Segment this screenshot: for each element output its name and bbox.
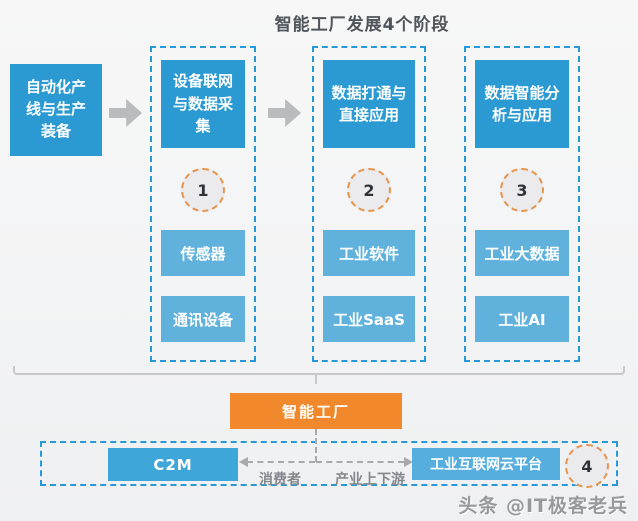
- right-arrow-icon: [268, 99, 301, 127]
- stage0-label: 自动化产线与生产装备: [25, 78, 86, 140]
- stage2-number-badge: 2: [347, 168, 391, 212]
- stage1-number: 1: [197, 180, 209, 200]
- dashed-line-to-c2m: [247, 461, 315, 463]
- cloud-label: 工业互联网云平台: [430, 457, 542, 473]
- industrial-internet-cloud-box: 工业互联网云平台: [412, 448, 560, 480]
- stage2-item-label: 工业SaaS: [333, 310, 405, 329]
- stage2-header-box: 数据打通与直接应用: [323, 60, 415, 148]
- stage0-box: 自动化产线与生产装备: [10, 64, 102, 156]
- stage1-header-label: 设备联网与数据采集: [172, 72, 233, 136]
- stage3-item-industrial-ai: 工业AI: [475, 296, 569, 342]
- stage4-dashed-region: [40, 441, 618, 486]
- smart-factory-label: 智能工厂: [281, 402, 350, 421]
- stage3-header-label: 数据智能分析与应用: [484, 83, 560, 125]
- watermark-text: 头条 @IT极客老兵: [458, 495, 628, 517]
- stage2-item-industrial-saas: 工业SaaS: [323, 296, 415, 342]
- page-title: 智能工厂发展4个阶段: [274, 15, 450, 35]
- dashed-line-to-cloud: [316, 461, 404, 463]
- arrowhead-right-icon: [404, 457, 413, 467]
- stage3-item-industrial-bigdata: 工业大数据: [475, 230, 569, 276]
- stage3-header-box: 数据智能分析与应用: [475, 60, 569, 148]
- industry-chain-label: 产业上下游: [335, 472, 405, 488]
- stage2-item-label: 工业软件: [338, 244, 399, 263]
- stage2-item-industrial-software: 工业软件: [323, 230, 415, 276]
- right-arrow-icon: [109, 99, 142, 127]
- arrowhead-left-icon: [239, 457, 248, 467]
- stage1-item-label: 通讯设备: [172, 310, 233, 329]
- stage3-item-label: 工业AI: [498, 310, 546, 329]
- bracket-center-tick: [315, 375, 317, 384]
- connector-vertical-dashed-line: [315, 429, 317, 462]
- c2m-label: C2M: [153, 455, 193, 474]
- stage1-item-comm-device: 通讯设备: [161, 296, 245, 342]
- smart-factory-box: 智能工厂: [230, 393, 402, 429]
- stage1-column: 设备联网与数据采集 1 传感器 通讯设备: [150, 46, 256, 362]
- stage3-item-label: 工业大数据: [484, 244, 560, 263]
- stage3-number-badge: 3: [500, 168, 544, 212]
- consumer-label: 消费者: [259, 472, 301, 488]
- stage2-number: 2: [363, 180, 375, 200]
- stage1-item-label: 传感器: [180, 244, 226, 263]
- stage3-number: 3: [516, 180, 528, 200]
- stage3-column: 数据智能分析与应用 3 工业大数据 工业AI: [464, 46, 580, 362]
- stage1-item-sensor: 传感器: [161, 230, 245, 276]
- stage4-number-badge: 4: [565, 444, 609, 488]
- stage1-number-badge: 1: [181, 168, 225, 212]
- bracket: [13, 366, 625, 375]
- stage2-column: 数据打通与直接应用 2 工业软件 工业SaaS: [312, 46, 426, 362]
- stage2-header-label: 数据打通与直接应用: [331, 83, 407, 125]
- stage4-number: 4: [581, 456, 593, 476]
- stage1-header-box: 设备联网与数据采集: [161, 60, 245, 148]
- c2m-box: C2M: [108, 448, 238, 481]
